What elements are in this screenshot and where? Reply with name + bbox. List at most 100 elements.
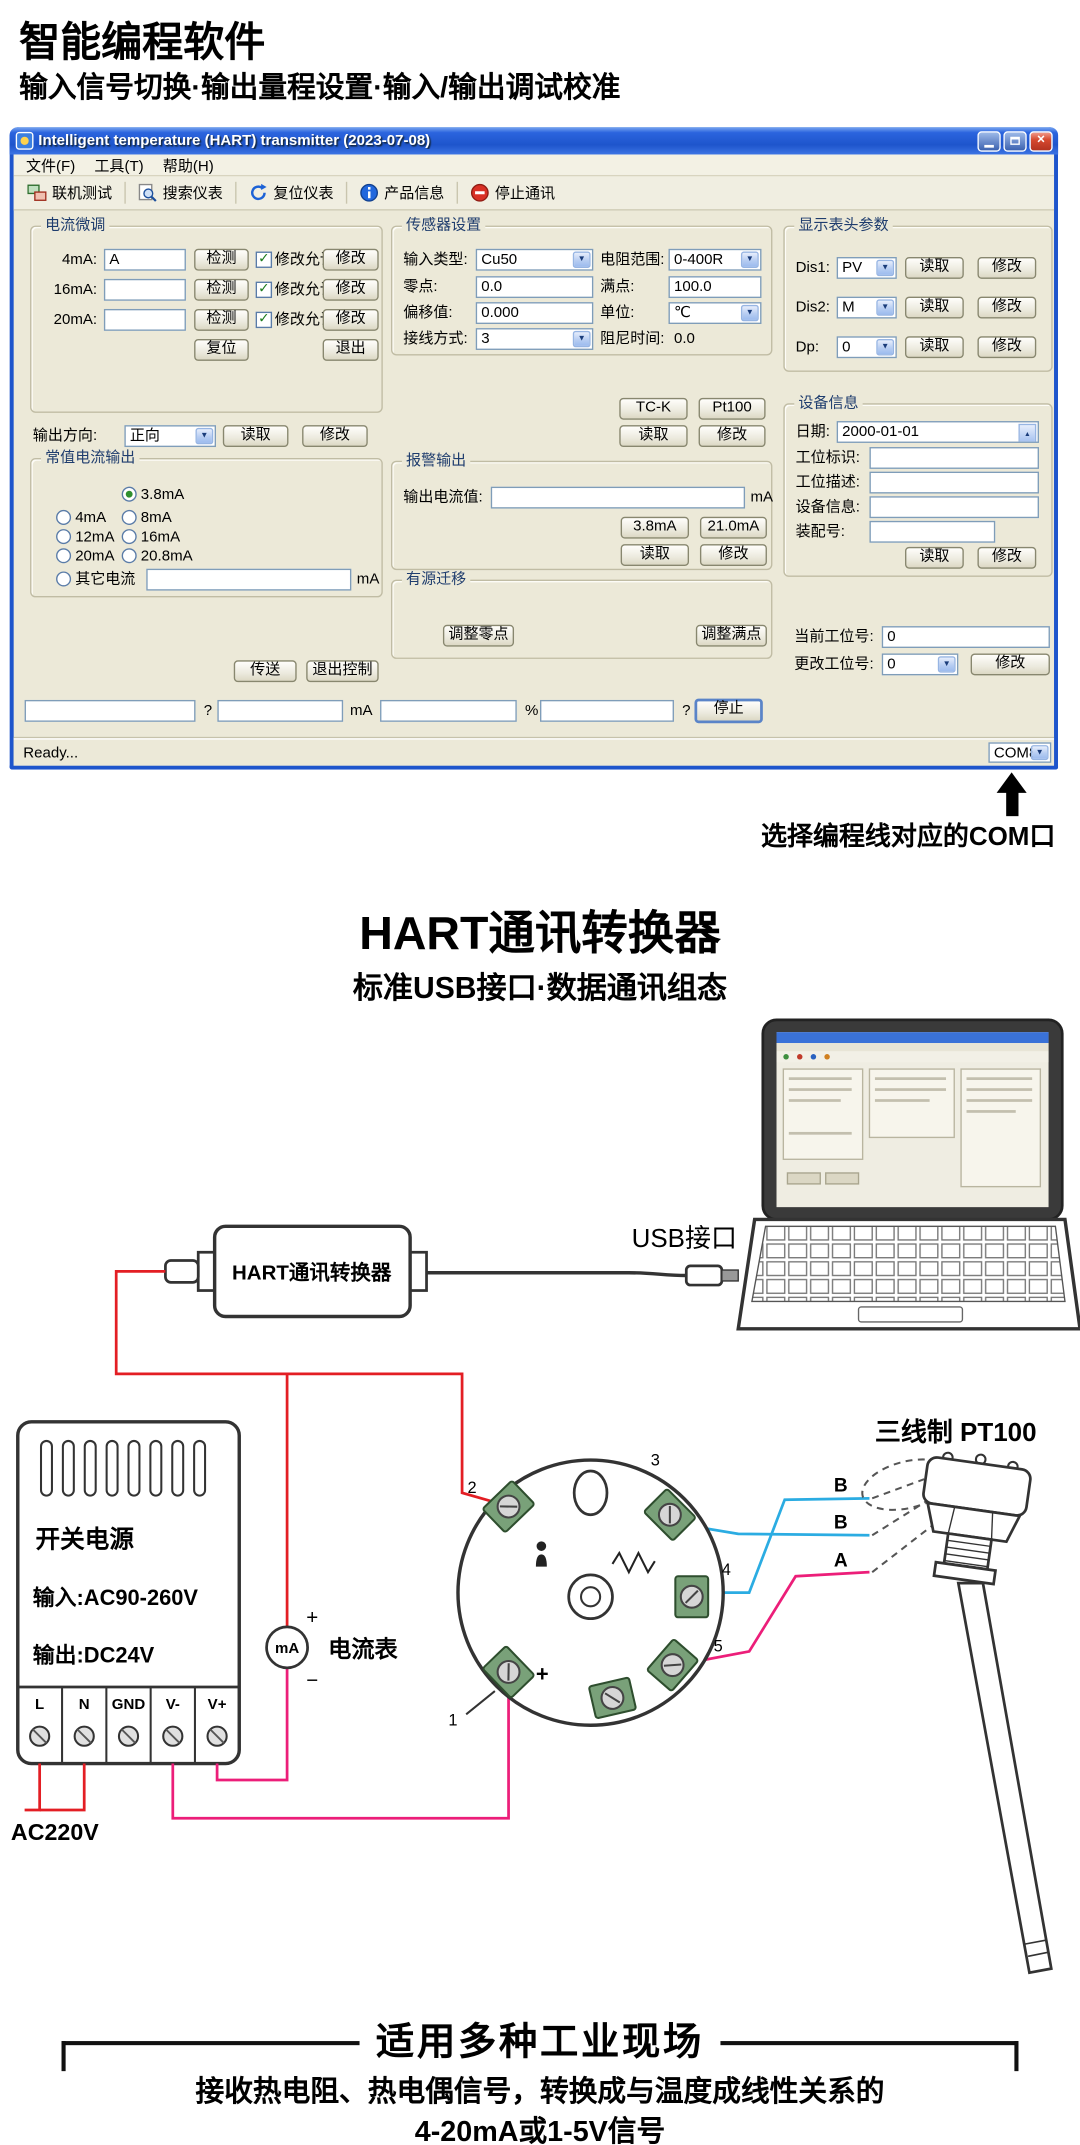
device-read-button[interactable]: 读取 — [905, 546, 964, 569]
radio-4ma[interactable] — [56, 509, 72, 525]
trim-4ma-allow-checkbox[interactable] — [255, 251, 273, 268]
trim-20ma-field[interactable] — [103, 308, 186, 331]
trim-16ma-detect-button[interactable]: 检测 — [194, 278, 249, 301]
com-port-dropdown[interactable]: COM8 — [988, 742, 1052, 763]
product-info-button[interactable]: 产品信息 — [351, 179, 452, 206]
station-desc-field[interactable] — [869, 471, 1039, 494]
radio-16ma[interactable] — [121, 529, 137, 545]
trim-20ma-label: 20mA: — [53, 311, 98, 329]
radio-20ma[interactable] — [56, 548, 72, 564]
trim-4ma-modify-button[interactable]: 修改 — [322, 248, 379, 271]
alarm-read-button[interactable]: 读取 — [620, 544, 690, 566]
menu-file[interactable]: 文件(F) — [25, 157, 76, 175]
dp-modify-button[interactable]: 修改 — [977, 336, 1037, 359]
chevron-down-icon[interactable] — [937, 656, 956, 673]
trim-exit-button[interactable]: 退出 — [322, 339, 379, 361]
trim-16ma-modify-button[interactable]: 修改 — [322, 278, 379, 301]
adjust-zero-button[interactable]: 调整零点 — [442, 624, 515, 647]
maximize-button[interactable] — [1003, 130, 1027, 152]
alarm-low-button[interactable]: 3.8mA — [620, 516, 690, 539]
connect-test-label: 联机测试 — [51, 185, 113, 203]
menu-tools[interactable]: 工具(T) — [94, 157, 144, 175]
dis1-modify-button[interactable]: 修改 — [977, 257, 1037, 279]
chevron-down-icon[interactable] — [740, 251, 759, 268]
full-field[interactable]: 100.0 — [668, 276, 762, 299]
menu-help[interactable]: 帮助(H) — [162, 157, 214, 175]
trim-4ma-field[interactable]: A — [103, 248, 186, 271]
radio-3p8ma[interactable] — [121, 486, 137, 502]
chevron-down-icon[interactable] — [876, 259, 895, 277]
device-info-field[interactable] — [869, 496, 1039, 519]
radio-other-current[interactable] — [56, 571, 72, 587]
other-current-field[interactable] — [146, 568, 352, 591]
monitor-field-3[interactable] — [380, 699, 517, 722]
unit-dropdown[interactable]: ℃ — [668, 302, 762, 325]
radio-12ma[interactable] — [56, 529, 72, 545]
alarm-modify-button[interactable]: 修改 — [699, 544, 767, 566]
stop-button[interactable]: 停止 — [694, 698, 763, 724]
alarm-current-field[interactable] — [490, 486, 746, 509]
spin-up-icon[interactable] — [1018, 423, 1037, 442]
tck-button[interactable]: TC-K — [619, 397, 688, 420]
dp-dropdown[interactable]: 0 — [836, 336, 897, 359]
change-station-dropdown[interactable]: 0 — [881, 653, 959, 676]
station-id-field[interactable] — [869, 447, 1039, 469]
trim-16ma-field[interactable] — [103, 278, 186, 301]
input-type-dropdown[interactable]: Cu50 — [475, 248, 594, 271]
current-station-field[interactable]: 0 — [881, 626, 1050, 649]
monitor-field-2[interactable] — [217, 699, 344, 722]
radio-8ma[interactable] — [121, 509, 137, 525]
dis2-read-button[interactable]: 读取 — [905, 296, 964, 319]
chevron-down-icon[interactable] — [195, 427, 214, 445]
wire-pink-vminus-transmitter — [171, 1692, 510, 1820]
radio-16ma-label: 16mA — [140, 529, 181, 546]
exit-control-button[interactable]: 退出控制 — [306, 660, 379, 683]
direction-dropdown[interactable]: 正向 — [124, 425, 217, 448]
wiring-dropdown[interactable]: 3 — [475, 328, 594, 350]
zero-field[interactable]: 0.0 — [475, 276, 594, 299]
alarm-high-button[interactable]: 21.0mA — [699, 516, 767, 539]
dis2-dropdown[interactable]: M — [836, 296, 897, 319]
device-modify-button[interactable]: 修改 — [977, 546, 1037, 569]
dis2-modify-button[interactable]: 修改 — [977, 296, 1037, 319]
stop-comm-button[interactable]: 停止通讯 — [462, 179, 563, 206]
offset-field[interactable]: 0.000 — [475, 302, 594, 325]
trim-20ma-modify-button[interactable]: 修改 — [322, 308, 379, 331]
trim-16ma-allow-checkbox[interactable] — [255, 281, 273, 299]
assembly-field[interactable] — [869, 520, 996, 543]
send-button[interactable]: 传送 — [233, 660, 297, 683]
full-label: 满点: — [600, 278, 635, 296]
trim-20ma-detect-button[interactable]: 检测 — [194, 308, 249, 331]
trim-reset-button[interactable]: 复位 — [194, 339, 249, 361]
dis1-dropdown[interactable]: PV — [836, 257, 897, 279]
monitor-field-4[interactable] — [540, 699, 674, 722]
change-station-modify-button[interactable]: 修改 — [970, 653, 1050, 676]
reset-instrument-button[interactable]: 复位仪表 — [241, 179, 342, 206]
dp-read-button[interactable]: 读取 — [905, 336, 964, 359]
monitor-field-1[interactable] — [24, 699, 196, 722]
connect-test-button[interactable]: 联机测试 — [19, 179, 120, 206]
range-dropdown[interactable]: 0-400R — [668, 248, 762, 271]
chevron-down-icon[interactable] — [876, 299, 895, 316]
trim-20ma-allow-checkbox[interactable] — [255, 311, 273, 329]
damping-value[interactable]: 0.0 — [673, 330, 695, 348]
sensor-read-button[interactable]: 读取 — [619, 425, 688, 448]
minimize-button[interactable] — [977, 130, 1001, 152]
dis1-read-button[interactable]: 读取 — [905, 257, 964, 279]
search-instrument-button[interactable]: 搜索仪表 — [130, 179, 231, 206]
close-button[interactable] — [1029, 130, 1053, 152]
date-spinner[interactable]: 2000-01-01 — [836, 421, 1039, 443]
pt100-button[interactable]: Pt100 — [698, 397, 766, 420]
direction-read-button[interactable]: 读取 — [222, 425, 289, 448]
adjust-full-button[interactable]: 调整满点 — [695, 624, 767, 647]
trim-4ma-detect-button[interactable]: 检测 — [194, 248, 249, 271]
chevron-down-icon[interactable] — [1030, 745, 1049, 761]
chevron-down-icon[interactable] — [876, 339, 895, 356]
radio-20p8ma[interactable] — [121, 548, 137, 564]
sensor-modify-button[interactable]: 修改 — [698, 425, 766, 448]
direction-modify-button[interactable]: 修改 — [302, 425, 368, 448]
chevron-down-icon[interactable] — [572, 330, 591, 348]
chevron-down-icon[interactable] — [572, 251, 591, 268]
dis2-label: Dis2: — [795, 299, 830, 316]
chevron-down-icon[interactable] — [740, 304, 759, 322]
